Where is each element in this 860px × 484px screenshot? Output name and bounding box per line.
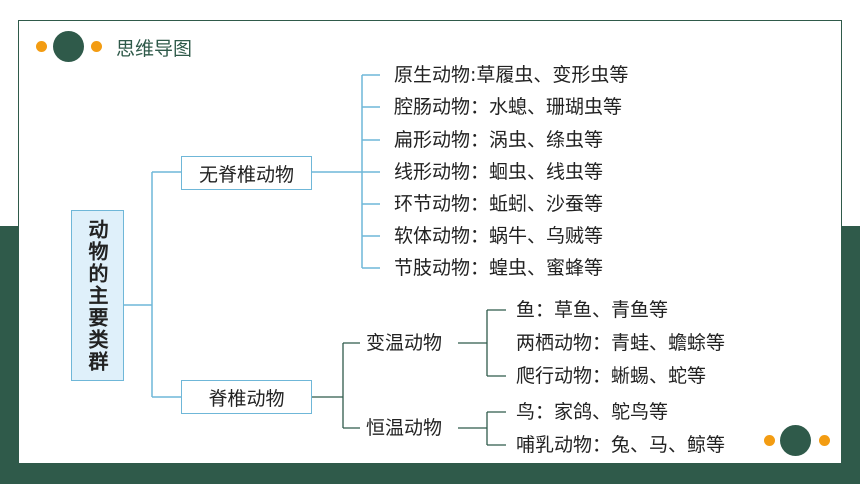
root-label: 动物的主要类群 [85,218,109,373]
invertebrate-item: 扁形动物：涡虫、绦虫等 [394,129,604,151]
cold-blooded-item: 鱼：草鱼、青鱼等 [516,299,669,321]
invertebrates-node: 无脊椎动物 [181,156,312,190]
cold-blooded-label: 变温动物 [366,332,443,354]
invertebrate-item: 环节动物：蚯蚓、沙蚕等 [394,193,604,215]
vertebrates-label: 脊椎动物 [208,387,285,410]
cold-blooded-item: 爬行动物：蜥蜴、蛇等 [516,365,707,387]
orange-dot-icon [36,41,47,52]
vertebrates-node: 脊椎动物 [181,380,312,414]
invertebrate-item: 腔肠动物：水螅、珊瑚虫等 [394,96,623,118]
orange-dot-icon [819,435,830,446]
invertebrate-item: 线形动物：蛔虫、线虫等 [394,161,604,183]
content-card [18,20,842,464]
orange-dot-icon [764,435,775,446]
cold-blooded-item: 两栖动物：青蛙、蟾蜍等 [516,332,726,354]
green-circle-icon [780,425,811,456]
invertebrate-item: 软体动物：蜗牛、乌贼等 [394,225,604,247]
invertebrate-item: 节肢动物：蝗虫、蜜蜂等 [394,257,604,279]
invertebrates-label: 无脊椎动物 [198,163,294,186]
invertebrate-item: 原生动物:草履虫、变形虫等 [394,64,629,86]
orange-dot-icon [91,41,102,52]
root-node: 动物的主要类群 [71,210,124,381]
warm-blooded-item: 哺乳动物：兔、马、鲸等 [516,434,726,456]
green-circle-icon [53,31,84,62]
header-title: 思维导图 [116,38,193,60]
warm-blooded-item: 鸟：家鸽、鸵鸟等 [516,401,669,423]
warm-blooded-label: 恒温动物 [366,417,443,439]
